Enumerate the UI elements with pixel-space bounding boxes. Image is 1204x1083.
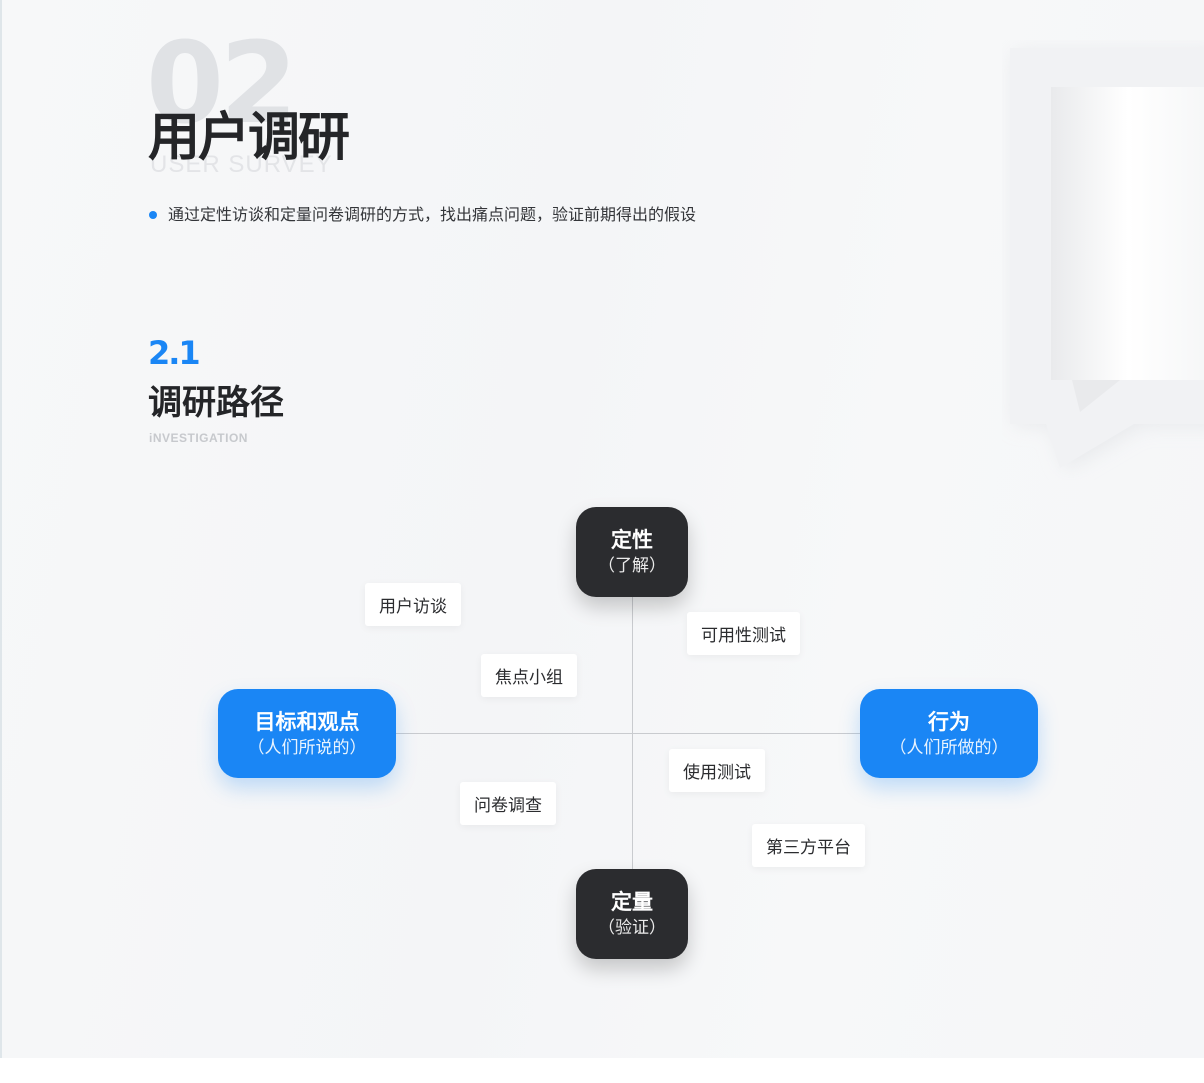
node-title: 行为 — [928, 709, 970, 734]
horizontal-axis-line — [392, 733, 862, 734]
page-bottom-strip — [0, 1058, 1204, 1083]
page: 02 USER SURVEY 用户调研 通过定性访谈和定量问卷调研的方式，找出痛… — [0, 0, 1204, 1058]
page-title: 用户调研 — [148, 108, 350, 168]
node-quantitative: 定量 （验证） — [576, 869, 688, 959]
node-goals-opinions: 目标和观点 （人们所说的） — [218, 689, 396, 778]
node-subtitle: （人们所做的） — [889, 737, 1009, 758]
node-subtitle: （了解） — [598, 556, 666, 576]
method-tag-questionnaire: 问卷调查 — [460, 782, 556, 825]
summary-line: 通过定性访谈和定量问卷调研的方式，找出痛点问题，验证前期得出的假设 — [149, 204, 696, 226]
node-subtitle: （人们所说的） — [247, 737, 367, 758]
method-tag-focus-group: 焦点小组 — [481, 654, 577, 697]
summary-text: 通过定性访谈和定量问卷调研的方式，找出痛点问题，验证前期得出的假设 — [168, 205, 697, 224]
bullet-dot-icon — [149, 211, 157, 219]
node-title: 目标和观点 — [254, 709, 360, 734]
node-behavior: 行为 （人们所做的） — [860, 689, 1038, 778]
section-title: 调研路径 — [148, 383, 284, 423]
method-tag-usage-test: 使用测试 — [669, 749, 765, 792]
node-title: 定量 — [611, 890, 653, 914]
method-tag-third-party: 第三方平台 — [752, 824, 865, 867]
section-number-watermark: 02 — [146, 19, 298, 149]
page-subtitle-en: USER SURVEY — [150, 151, 333, 178]
method-tag-user-interview: 用户访谈 — [365, 583, 461, 626]
section-number: 2.1 — [148, 334, 201, 372]
vertical-axis-line — [632, 594, 633, 872]
node-subtitle: （验证） — [598, 918, 666, 938]
speech-bubble-decoration — [1010, 48, 1204, 470]
method-tag-usability-test: 可用性测试 — [687, 612, 800, 655]
node-title: 定性 — [611, 528, 653, 552]
node-qualitative: 定性 （了解） — [576, 507, 688, 597]
section-title-en: iNVESTIGATION — [149, 431, 248, 445]
